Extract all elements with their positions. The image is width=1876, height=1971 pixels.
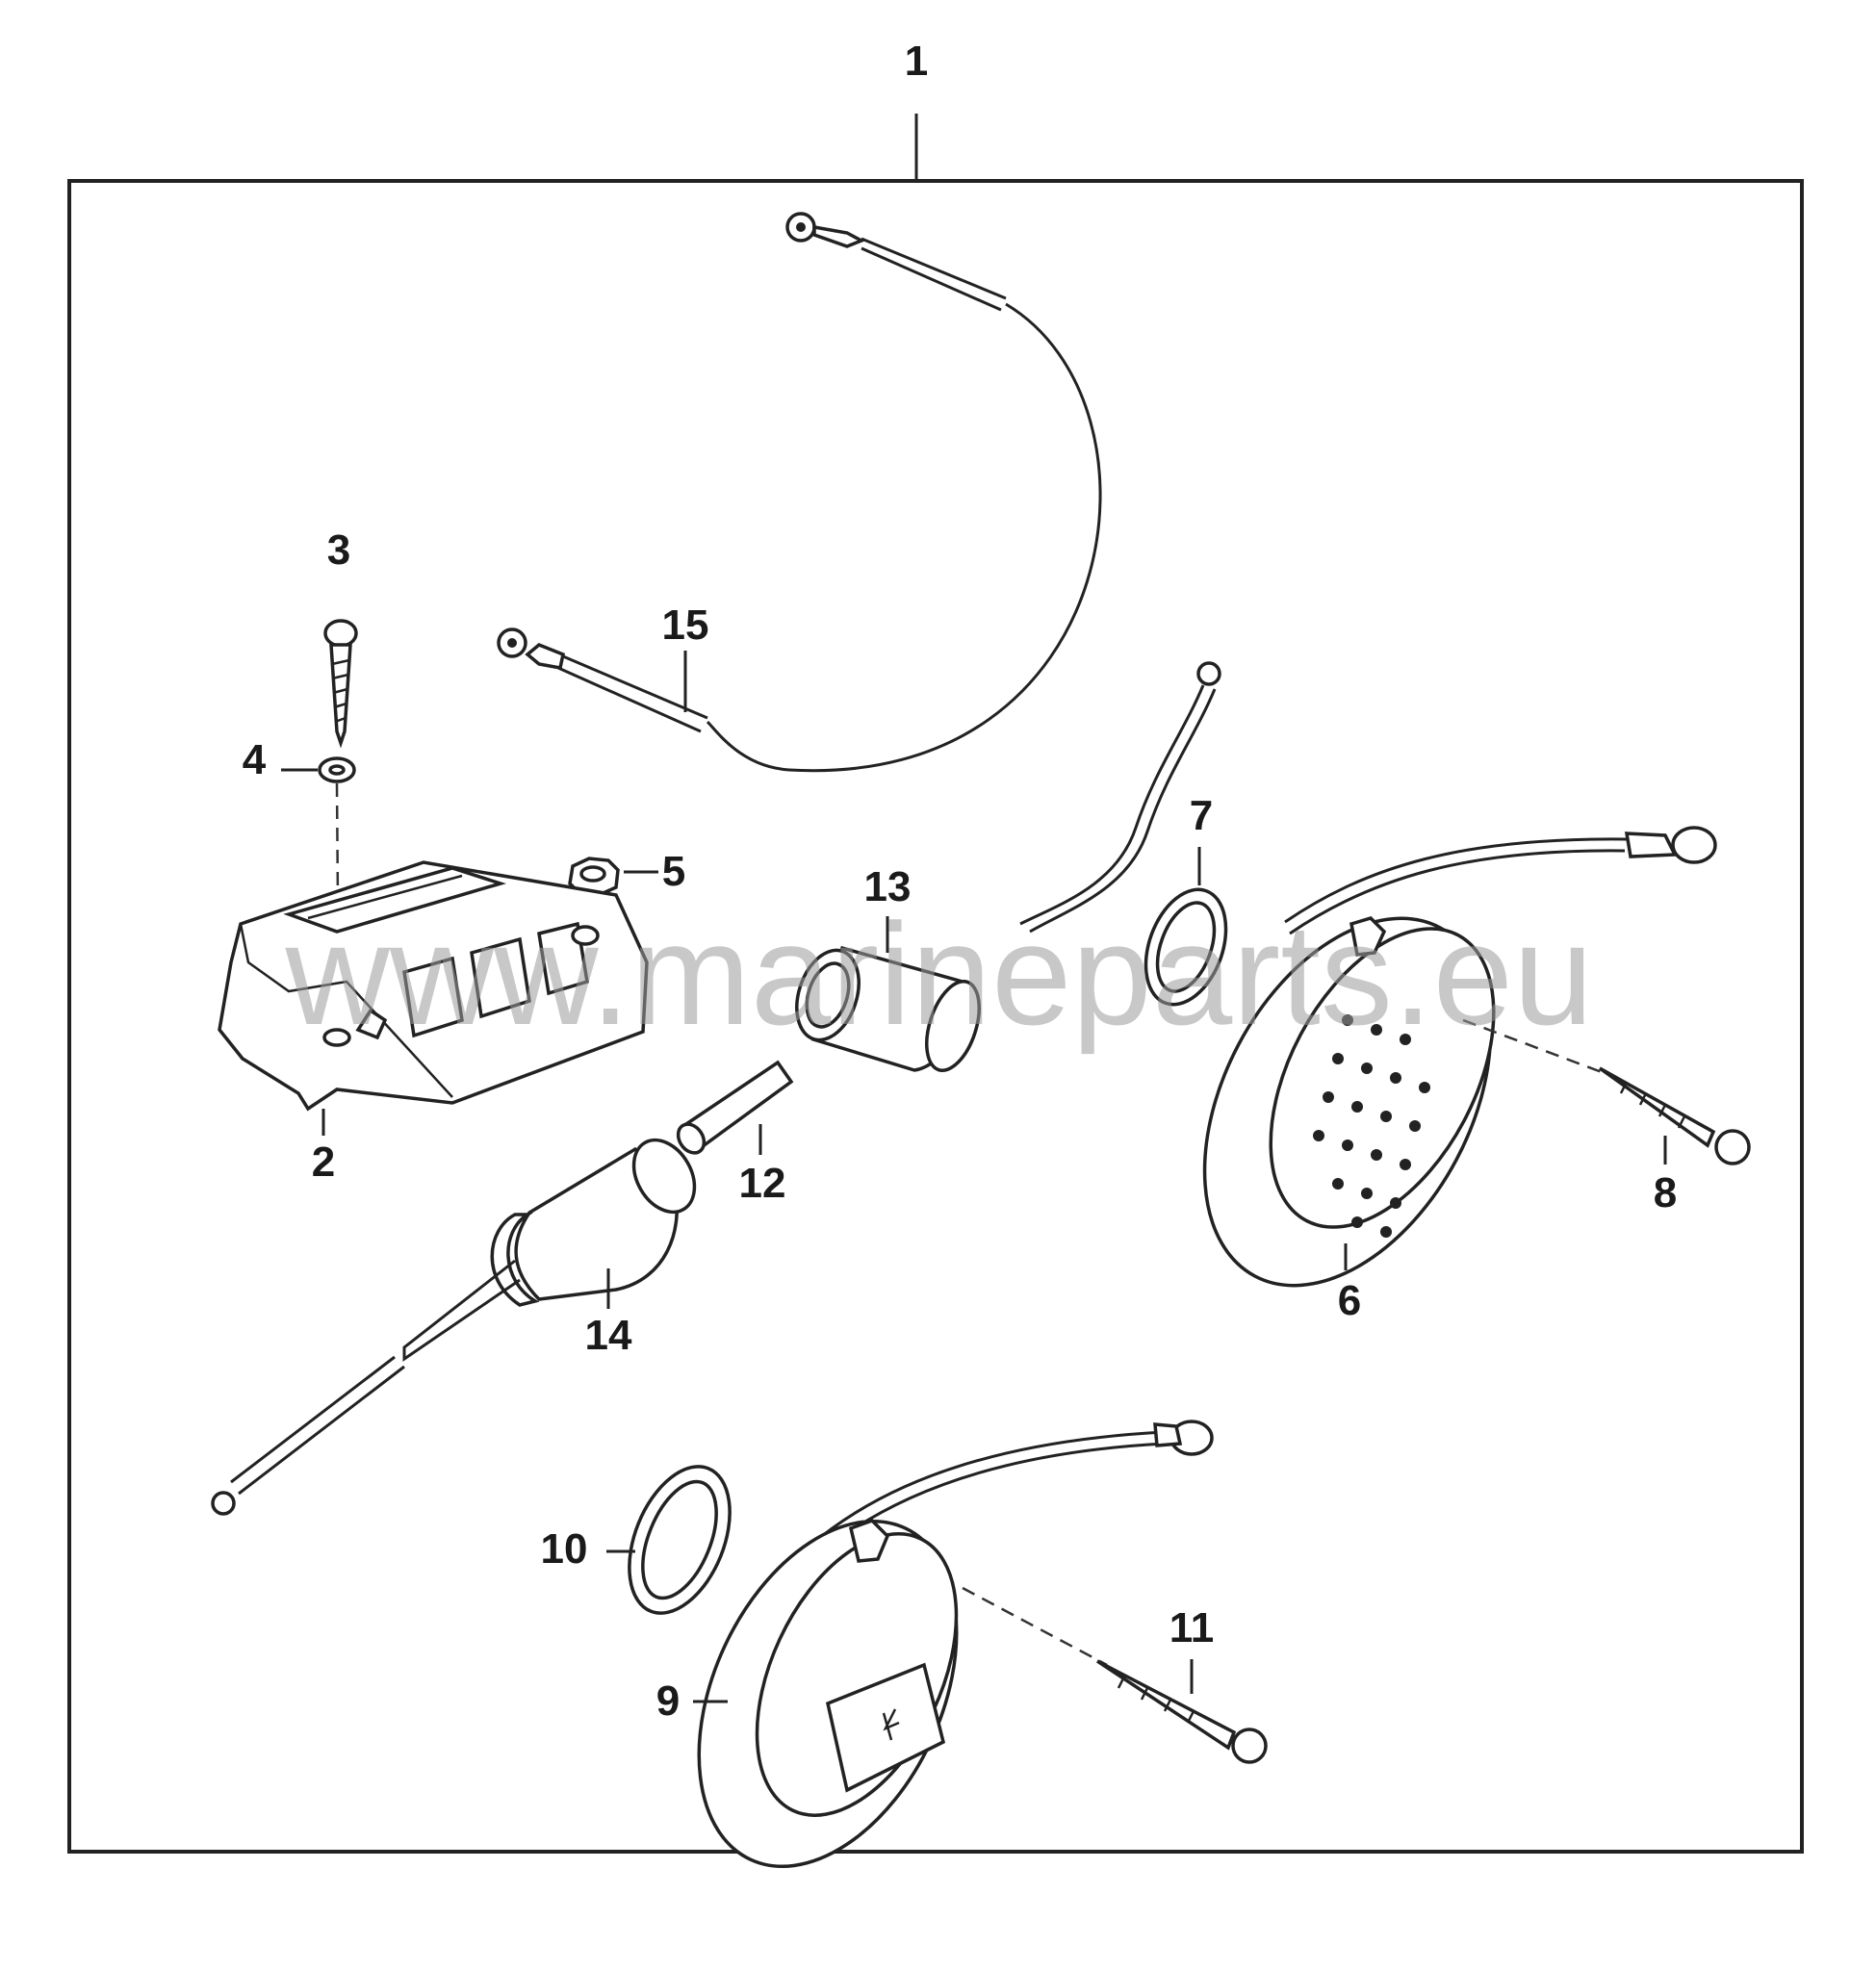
callout-3: 3 <box>327 526 350 574</box>
part-6-horn-cover <box>1202 826 1717 1288</box>
callout-7: 7 <box>1190 792 1213 839</box>
callout-1: 1 <box>905 38 928 85</box>
part-12-pin <box>676 1060 794 1155</box>
callout-14: 14 <box>585 1312 632 1359</box>
part-10-o-ring <box>606 1465 732 1615</box>
callout-10: 10 <box>541 1525 588 1573</box>
callout-2: 2 <box>312 1139 335 1186</box>
part-9-switch-cover <box>693 1420 1214 1869</box>
callout-6: 6 <box>1338 1277 1361 1324</box>
part-8-screw <box>1598 1066 1751 1165</box>
watermark-text: www.marineparts.eu <box>285 893 1594 1055</box>
callout-9: 9 <box>656 1677 680 1725</box>
callout-4: 4 <box>243 736 267 783</box>
assembly-frame <box>67 179 1804 1854</box>
part-2-terminal-block <box>218 860 649 1136</box>
part-15-lead-wire <box>497 212 1102 773</box>
callout-8: 8 <box>1654 1169 1677 1216</box>
part-3-screw <box>323 619 358 749</box>
callout-11: 11 <box>1169 1604 1215 1651</box>
part-11-screw <box>1096 1659 1268 1764</box>
part-7-o-ring <box>1144 847 1228 1007</box>
callout-15: 15 <box>662 602 709 649</box>
part-13-housing <box>795 661 1221 1072</box>
part-14-connector <box>211 1138 697 1516</box>
callout-5: 5 <box>662 848 685 895</box>
callout-12: 12 <box>739 1160 786 1207</box>
speaker-grille-holes <box>1313 1014 1430 1238</box>
callout-13: 13 <box>864 863 912 910</box>
